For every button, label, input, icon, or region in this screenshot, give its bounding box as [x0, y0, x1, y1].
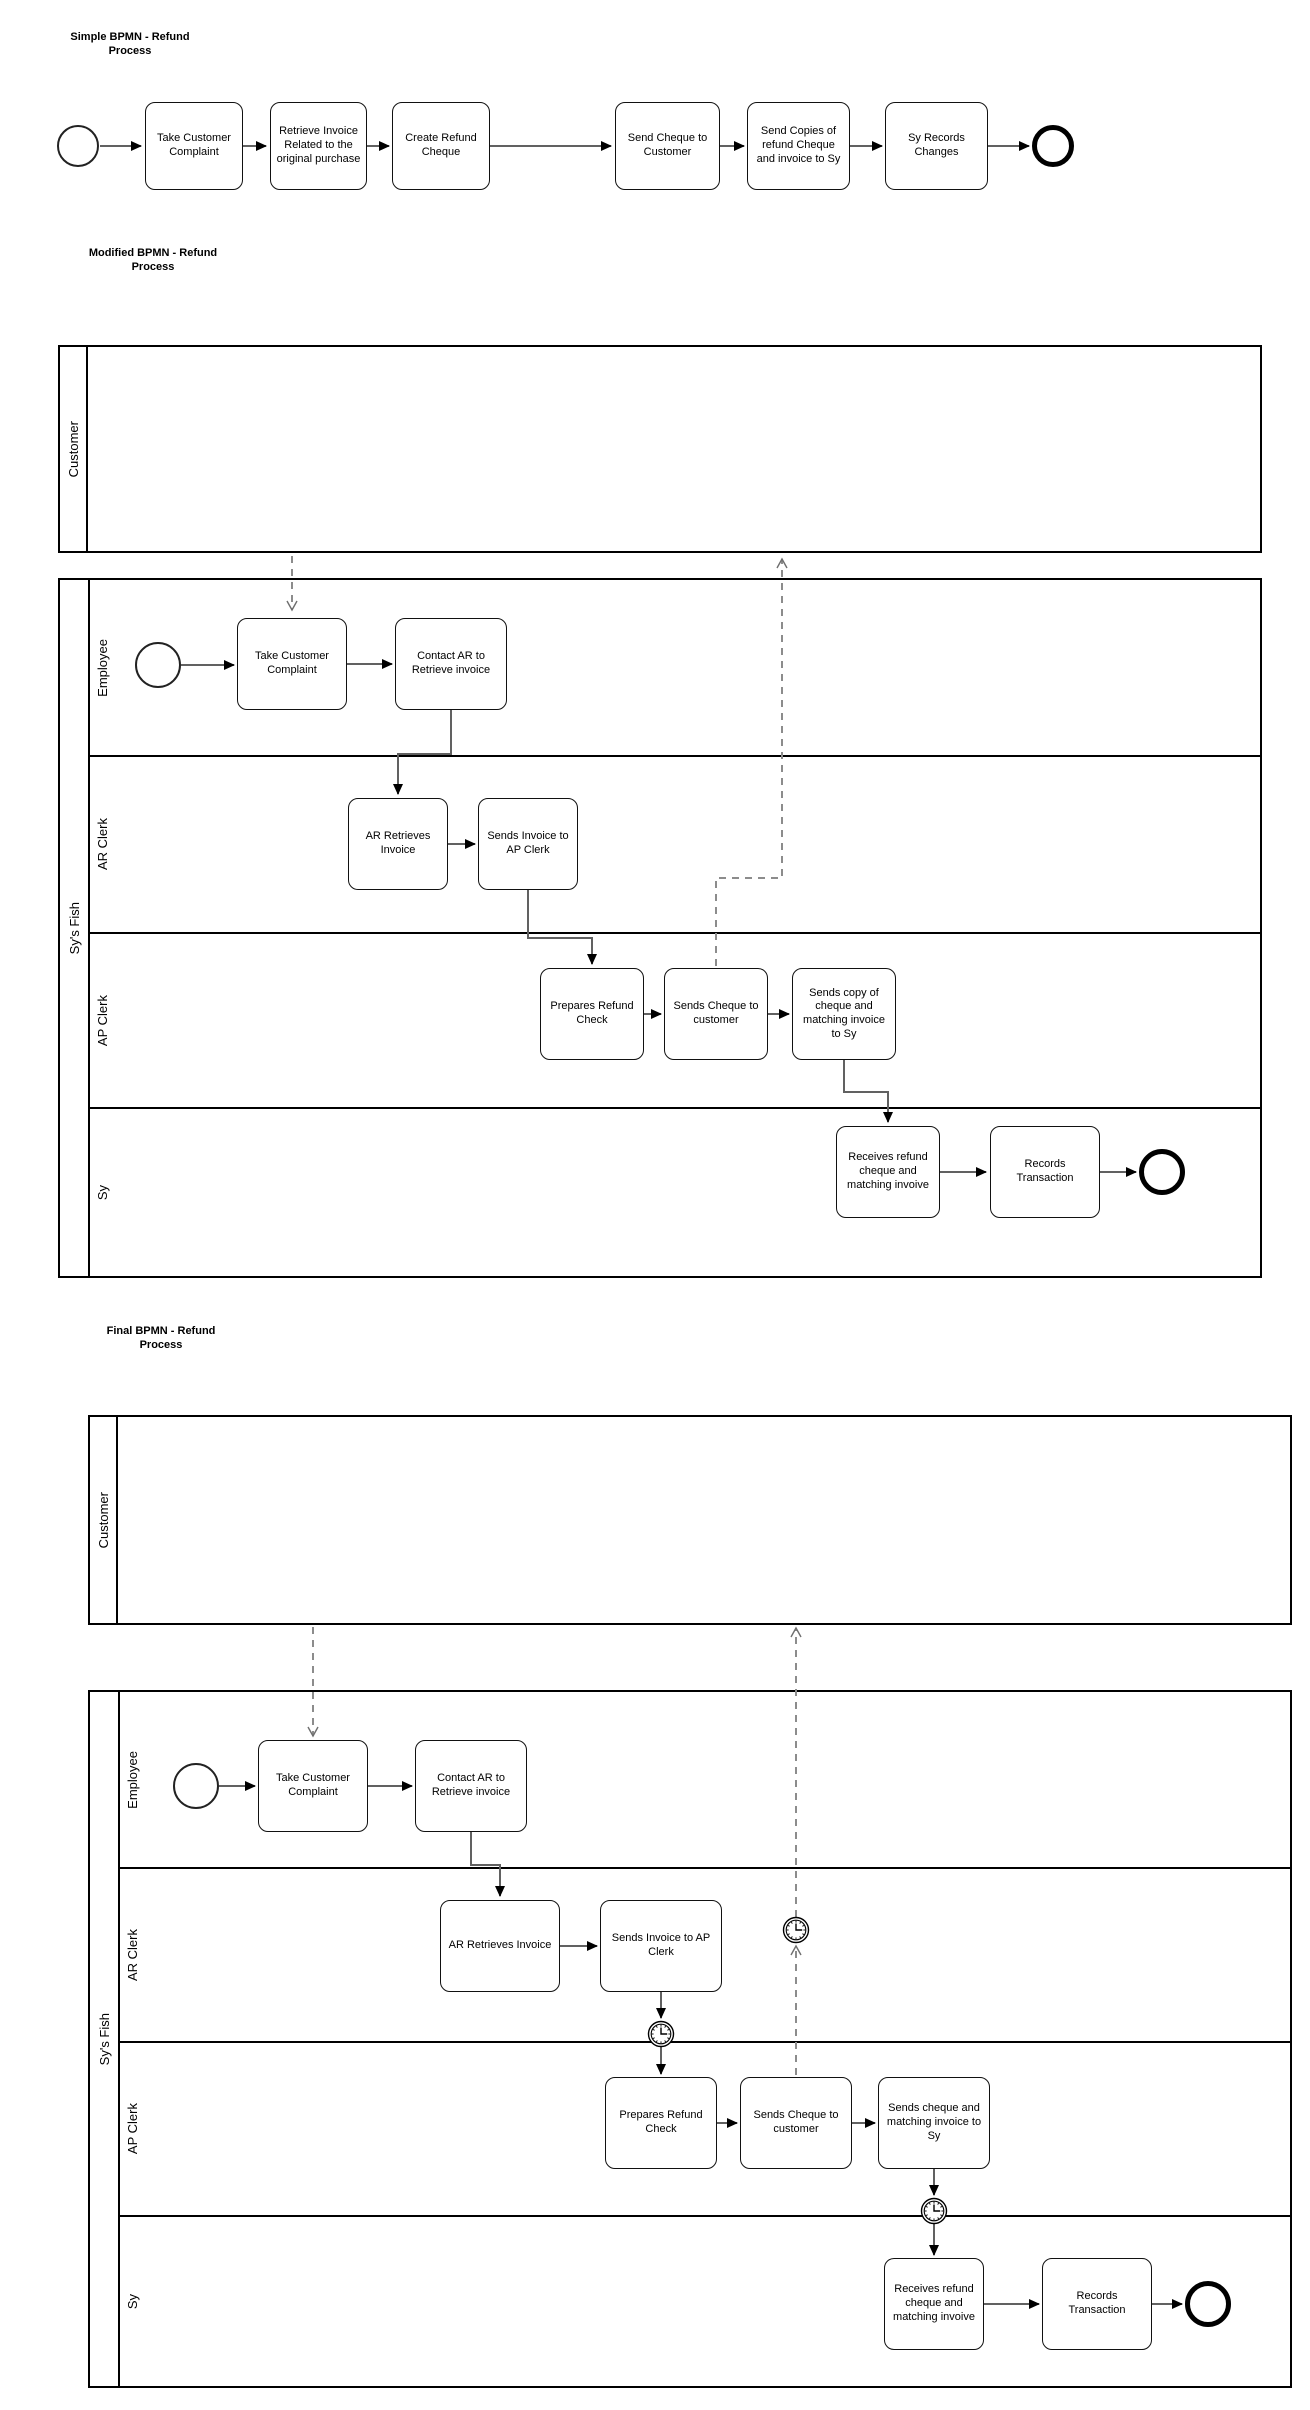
task-sy-records-changes[interactable]: Sy Records Changes [885, 102, 988, 190]
customer-pool-final: Customer [88, 1415, 1292, 1625]
section-title-modified: Modified BPMN - Refund Process [88, 247, 218, 274]
sequence-flow-arrow [470, 1832, 505, 1897]
task-prepares-refund-check[interactable]: Prepares Refund Check [540, 968, 644, 1060]
task-records-transaction[interactable]: Records Transaction [1042, 2258, 1152, 2350]
task-receives-refund-cheque[interactable]: Receives refund cheque and matching invo… [836, 1126, 940, 1218]
pool-label-band: Customer [60, 347, 88, 551]
task-sends-invoice-to-ap[interactable]: Sends Invoice to AP Clerk [600, 1900, 722, 1992]
lane-container: Employee AR Clerk AP Clerk Sy [88, 580, 1260, 1276]
pool-label-band: Sy's Fish [60, 580, 90, 1276]
lane-container: Employee AR Clerk AP Clerk Sy [118, 1692, 1290, 2386]
end-event[interactable] [1139, 1149, 1185, 1195]
final-flow-arrows [219, 1781, 1183, 2309]
lane-sy: Sy [118, 2215, 1290, 2386]
sys-fish-pool-final: Sy's Fish Employee AR Clerk AP Clerk Sy [88, 1690, 1292, 2388]
start-event[interactable] [57, 125, 99, 167]
task-take-customer-complaint[interactable]: Take Customer Complaint [237, 618, 347, 710]
section-title-final: Final BPMN - Refund Process [106, 1325, 216, 1352]
task-contact-ar[interactable]: Contact AR to Retrieve invoice [395, 618, 507, 710]
task-contact-ar[interactable]: Contact AR to Retrieve invoice [415, 1740, 527, 1832]
sequence-flow-arrow [393, 710, 452, 795]
customer-pool-modified: Customer [58, 345, 1262, 553]
sequence-flow-arrow [843, 1060, 893, 1123]
section-title-simple: Simple BPMN - Refund Process [70, 31, 190, 58]
lane-sy: Sy [88, 1107, 1260, 1276]
task-send-copies-to-sy[interactable]: Send Copies of refund Cheque and invoice… [747, 102, 850, 190]
modified-flow-arrows [181, 659, 1137, 1177]
start-event[interactable] [173, 1763, 219, 1809]
task-records-transaction[interactable]: Records Transaction [990, 1126, 1100, 1218]
pool-label-band: Customer [90, 1417, 118, 1623]
lane-ap-clerk: AP Clerk [88, 932, 1260, 1107]
end-event[interactable] [1032, 125, 1074, 167]
lane-ap-clerk: AP Clerk [118, 2041, 1290, 2215]
lane-ar-clerk: AR Clerk [88, 755, 1260, 932]
message-flow-arrow [715, 557, 788, 966]
timer-event-icon[interactable] [647, 2020, 675, 2048]
task-create-refund-cheque[interactable]: Create Refund Cheque [392, 102, 490, 190]
task-sends-copy-to-sy[interactable]: Sends copy of cheque and matching invoic… [792, 968, 896, 1060]
start-event[interactable] [135, 642, 181, 688]
pool-label-band: Sy's Fish [90, 1692, 120, 2386]
task-prepares-refund-check[interactable]: Prepares Refund Check [605, 2077, 717, 2169]
task-take-customer-complaint[interactable]: Take Customer Complaint [145, 102, 243, 190]
task-sends-cheque-and-invoice-to-sy[interactable]: Sends cheque and matching invoice to Sy [878, 2077, 990, 2169]
task-retrieve-invoice[interactable]: Retrieve Invoice Related to the original… [270, 102, 367, 190]
end-event[interactable] [1185, 2281, 1231, 2327]
modified-message-flows [286, 556, 788, 966]
task-send-cheque-to-customer[interactable]: Send Cheque to Customer [615, 102, 720, 190]
timer-event-icon[interactable] [920, 2197, 948, 2225]
task-receives-refund-cheque[interactable]: Receives refund cheque and matching invo… [884, 2258, 984, 2350]
sys-fish-pool-modified: Sy's Fish Employee AR Clerk AP Clerk Sy [58, 578, 1262, 1278]
sequence-flow-arrow [527, 890, 597, 965]
task-ar-retrieves-invoice[interactable]: AR Retrieves Invoice [440, 1900, 560, 1992]
lane-ar-clerk: AR Clerk [118, 1867, 1290, 2041]
task-sends-invoice-to-ap[interactable]: Sends Invoice to AP Clerk [478, 798, 578, 890]
task-take-customer-complaint[interactable]: Take Customer Complaint [258, 1740, 368, 1832]
timer-event-icon[interactable] [782, 1916, 810, 1944]
final-message-flows [307, 1626, 802, 2075]
task-sends-cheque-to-customer[interactable]: Sends Cheque to customer [664, 968, 768, 1060]
task-sends-cheque-to-customer[interactable]: Sends Cheque to customer [740, 2077, 852, 2169]
task-ar-retrieves-invoice[interactable]: AR Retrieves Invoice [348, 798, 448, 890]
